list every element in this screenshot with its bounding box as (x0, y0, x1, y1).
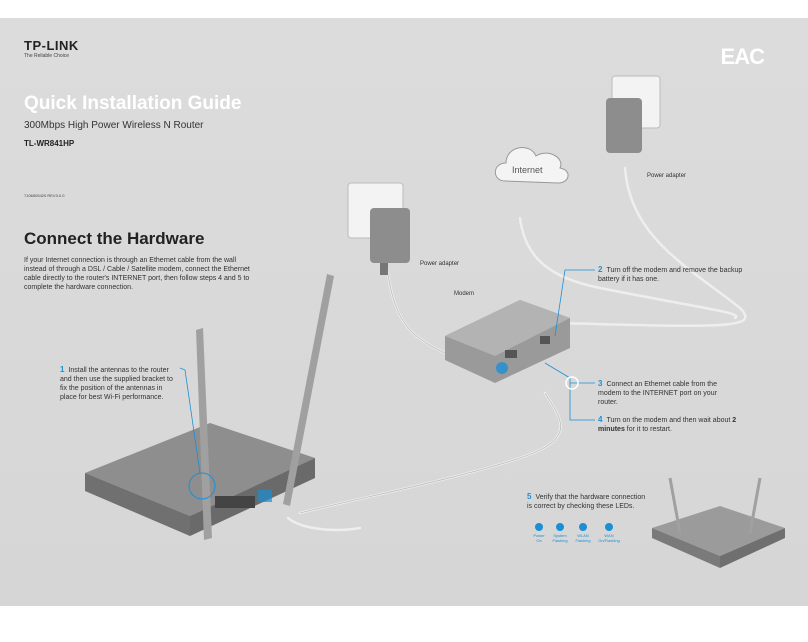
section-intro: If your Internet connection is through a… (24, 257, 250, 291)
step-4-text-post: for it to restart. (624, 426, 672, 433)
cable-router-power (558, 166, 747, 328)
led-system: System Flashing (548, 523, 572, 543)
cable-internet (518, 216, 738, 320)
hardware-illustration (85, 75, 785, 568)
gear-icon (556, 523, 564, 531)
step-1-text: Install the antennas to the router and t… (60, 367, 173, 401)
step-2-text: Turn off the modem and remove the backup… (598, 267, 743, 283)
ethernet-cable (298, 391, 562, 515)
antenna-left (196, 328, 212, 540)
step-3-number: 3 (598, 379, 603, 388)
ethernet-cable-plug (286, 516, 362, 532)
led-system-name: System (553, 533, 567, 538)
step-3-text: Connect an Ethernet cable from the modem… (598, 381, 717, 406)
step-5-number: 5 (527, 492, 532, 501)
cert-mark: EAC (720, 44, 765, 69)
internet-port (258, 490, 272, 502)
led-wlan: WLAN Flashing (571, 523, 595, 543)
step-4-text-pre: Turn on the modem and then wait about (606, 417, 733, 424)
doc-code: 7106505420 REV3.0.0 (24, 193, 65, 198)
led-power: Power On (527, 523, 551, 543)
router-top (85, 423, 315, 516)
led-wlan-name: WLAN (577, 533, 589, 538)
led-power-name: Power (533, 533, 545, 538)
brand-tagline: The Reliable Choice (24, 53, 70, 59)
brand-logo: TP-LINK (24, 38, 79, 53)
callout-2 (554, 269, 595, 337)
power-icon (535, 523, 543, 531)
lan-ports (215, 496, 255, 508)
power-adapter-label-1: Power adapter (420, 261, 460, 267)
product-subtitle: 300Mbps High Power Wireless N Router (24, 120, 204, 131)
globe-icon (605, 523, 613, 531)
led-wan-state: On/Flashing (598, 538, 620, 543)
guide-page: TP-LINK The Reliable Choice EAC Quick In… (0, 18, 808, 606)
internet-label: Internet (512, 165, 543, 175)
led-system-state: Flashing (552, 538, 568, 543)
router-small (652, 506, 785, 556)
step-4-number: 4 (598, 415, 603, 424)
step-4-text-bold: 2 minutes (598, 417, 737, 433)
led-wan-name: WAN (604, 533, 614, 538)
wifi-icon (579, 523, 587, 531)
step-5-text: Verify that the hardware connection is c… (527, 494, 646, 510)
section-heading: Connect the Hardware (24, 229, 205, 248)
modem-power-button (496, 362, 508, 374)
led-wan: WAN On/Flashing (597, 523, 621, 543)
led-wlan-state: Flashing (575, 538, 591, 543)
power-adapter-label-2: Power adapter (647, 173, 687, 179)
step-2-number: 2 (598, 265, 603, 274)
internet-cloud (494, 147, 569, 184)
power-adapter-2 (606, 98, 642, 153)
led-power-state: On (536, 538, 542, 543)
callout-4 (544, 362, 595, 421)
antenna-right (283, 274, 334, 506)
callout-1 (179, 367, 201, 474)
antenna-highlight (188, 472, 216, 500)
power-adapter-1 (370, 208, 410, 263)
step-1-number: 1 (60, 365, 65, 374)
page-title: Quick Installation Guide (24, 93, 242, 114)
modem-label: Modem (454, 291, 475, 297)
model-number: TL-WR841HP (24, 139, 75, 148)
